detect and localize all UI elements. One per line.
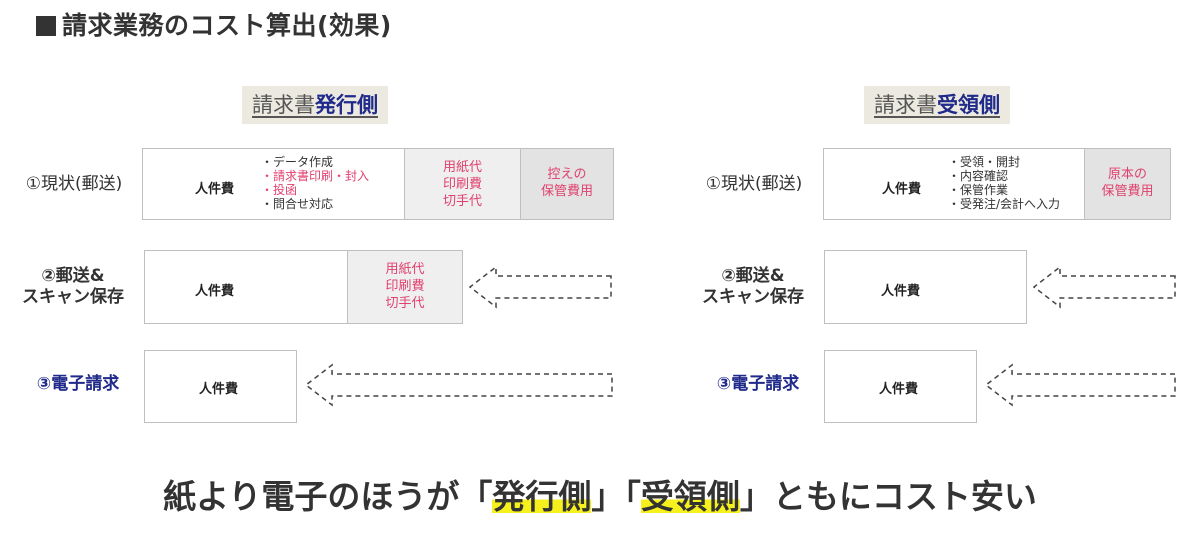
receiver-row1-label: ①現状(郵送)	[705, 174, 803, 194]
issuer-row3-label: ③電子請求	[36, 374, 120, 394]
issuer-row2-paper-cell: 用紙代 印刷費 切手代	[347, 251, 462, 323]
issuer-row1-labor: 人件費	[195, 182, 235, 197]
receiver-row1-labor: 人件費	[882, 182, 922, 197]
row2-label-line: スキャン保存	[702, 287, 804, 307]
issuer-row1-storage-cell: 控えの 保管費用	[520, 149, 613, 219]
receiver-row2-labor: 人件費	[881, 284, 921, 299]
receiver-row1-item: ・内容確認	[948, 169, 1009, 183]
issuer-row1-box: 人件費 ・データ作成 ・請求書印刷・封入 ・投函 ・問合せ対応 用紙代 印刷費 …	[142, 148, 614, 220]
receiver-heading-pre: 請求書	[874, 93, 937, 117]
issuer-row3-labor: 人件費	[199, 382, 239, 397]
receiver-row3-labor: 人件費	[879, 382, 919, 397]
conclusion-part: 」「	[591, 477, 641, 516]
receiver-heading-em: 受領側	[937, 93, 1000, 117]
issuer-row1-label: ①現状(郵送)	[25, 174, 123, 194]
receiver-row2-arrow	[1032, 265, 1176, 309]
receiver-row1-item: ・受領・開封	[948, 155, 1021, 169]
paper-cost-line: 印刷費	[442, 177, 482, 192]
issuer-row1-items: ・データ作成 ・請求書印刷・封入 ・投函 ・問合せ対応	[261, 155, 369, 211]
issuer-heading: 請求書発行側	[242, 86, 388, 124]
row2-label-line: ②郵送&	[721, 266, 785, 286]
page-title-text: 請求業務のコスト算出(効果)	[62, 11, 392, 40]
conclusion: 紙より電子のほうが「発行側」「受領側」ともにコスト安い	[0, 470, 1200, 518]
paper-cost-line: 用紙代	[385, 262, 425, 277]
paper-cost-line: 印刷費	[385, 279, 425, 294]
receiver-row2-box: 人件費	[824, 250, 1027, 324]
storage-cost-line: 保管費用	[540, 184, 593, 199]
paper-cost-line: 切手代	[442, 194, 482, 209]
paper-cost-line: 用紙代	[442, 160, 482, 175]
issuer-row1-item: ・問合せ対応	[261, 197, 334, 211]
issuer-row2-label: ②郵送& スキャン保存	[4, 266, 142, 308]
receiver-row3-box: 人件費	[824, 350, 977, 423]
storage-cost-line: 保管費用	[1101, 184, 1154, 199]
page-title: 請求業務のコスト算出(効果)	[36, 6, 392, 42]
issuer-row2-box: 人件費 用紙代 印刷費 切手代	[144, 250, 463, 324]
issuer-row3-box: 人件費	[144, 350, 297, 423]
storage-cost-line: 控えの	[547, 167, 587, 182]
issuer-heading-pre: 請求書	[252, 93, 315, 117]
receiver-row1-box: 人件費 ・受領・開封 ・内容確認 ・保管作業 ・受発注/会計へ入力 原本の 保管…	[823, 148, 1171, 220]
receiver-row3-arrow	[984, 363, 1176, 407]
paper-cost-line: 切手代	[385, 296, 425, 311]
conclusion-highlight-issuer: 発行側	[492, 477, 592, 516]
issuer-row2-labor: 人件費	[195, 284, 235, 299]
storage-cost-line: 原本の	[1107, 167, 1147, 182]
receiver-row1-item: ・受発注/会計へ入力	[948, 197, 1061, 211]
conclusion-part: 」ともにコスト安い	[739, 477, 1037, 516]
issuer-row1-item: ・請求書印刷・封入	[261, 169, 370, 183]
issuer-row2-arrow	[468, 265, 612, 309]
issuer-row1-item: ・投函	[261, 183, 298, 197]
square-bullet-icon	[36, 16, 56, 36]
row2-label-line: スキャン保存	[22, 287, 124, 307]
issuer-row3-arrow	[304, 363, 613, 407]
receiver-heading: 請求書受領側	[864, 86, 1010, 124]
issuer-heading-em: 発行側	[315, 93, 378, 117]
receiver-row2-label: ②郵送& スキャン保存	[684, 266, 822, 308]
receiver-row1-item: ・保管作業	[948, 183, 1009, 197]
receiver-row1-items: ・受領・開封 ・内容確認 ・保管作業 ・受発注/会計へ入力	[948, 155, 1060, 211]
conclusion-highlight-receiver: 受領側	[640, 477, 740, 516]
receiver-row1-storage-cell: 原本の 保管費用	[1084, 149, 1170, 219]
receiver-row3-label: ③電子請求	[716, 374, 800, 394]
issuer-row1-item: ・データ作成	[261, 155, 334, 169]
issuer-row1-paper-cell: 用紙代 印刷費 切手代	[404, 149, 520, 219]
conclusion-part: 紙より電子のほうが「	[163, 477, 493, 516]
row2-label-line: ②郵送&	[41, 266, 105, 286]
